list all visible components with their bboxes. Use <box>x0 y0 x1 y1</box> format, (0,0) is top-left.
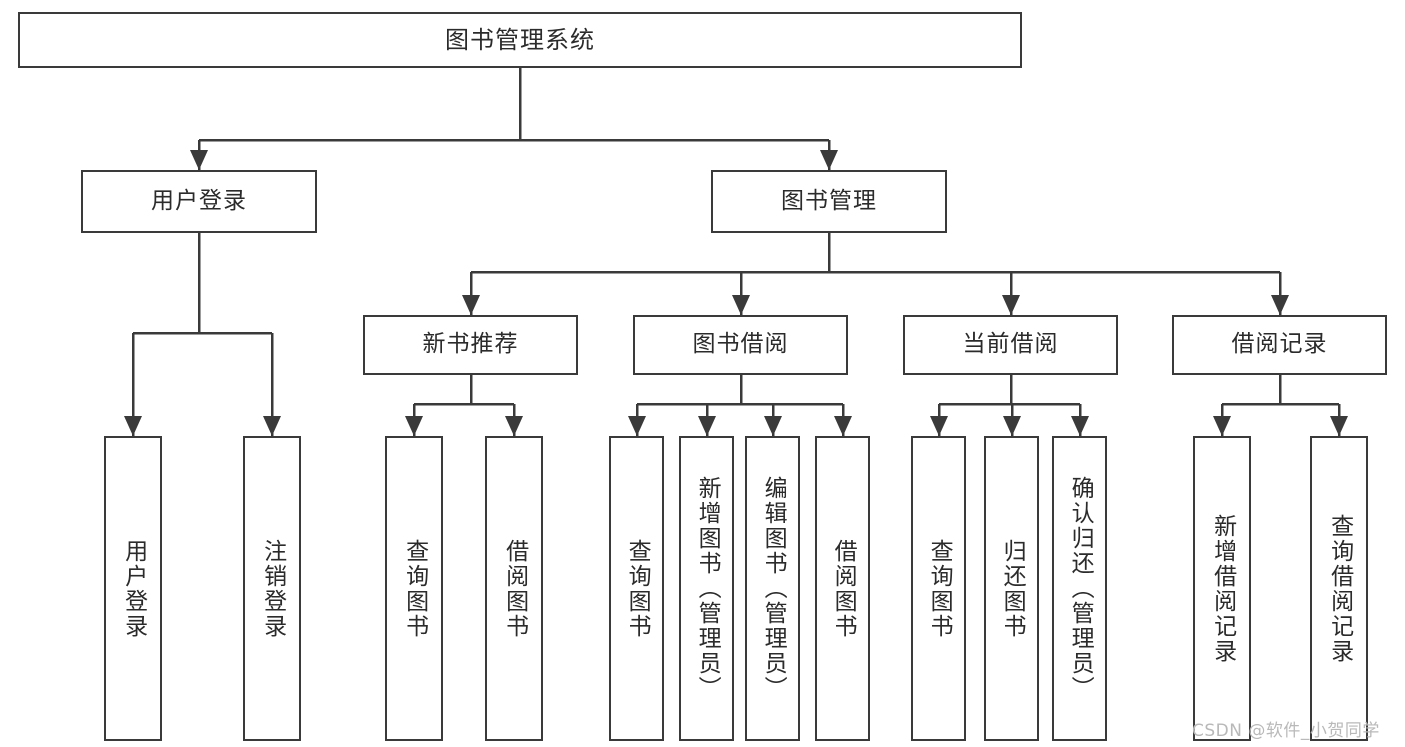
arrow-head <box>628 416 646 436</box>
node-leaf-rec-query[interactable]: 查询图书 <box>385 436 443 741</box>
node-leaf-borrow-lend[interactable]: 借阅图书 <box>815 436 870 741</box>
arrow-head <box>505 416 523 436</box>
node-borrow-record[interactable]: 借阅记录 <box>1172 315 1387 375</box>
arrow-head <box>124 416 142 436</box>
node-label: 新书推荐 <box>422 331 519 358</box>
arrow-head <box>405 416 423 436</box>
node-label: 新增借阅记录 <box>1209 513 1236 664</box>
node-label: 新增图书（管理员） <box>694 476 721 701</box>
node-leaf-cur-return[interactable]: 归还图书 <box>984 436 1039 741</box>
node-leaf-rec-add[interactable]: 新增借阅记录 <box>1193 436 1251 741</box>
node-leaf-cur-query[interactable]: 查询图书 <box>911 436 966 741</box>
node-book-manage[interactable]: 图书管理 <box>711 170 947 233</box>
node-leaf-borrow-add[interactable]: 新增图书（管理员） <box>679 436 734 741</box>
arrow-head <box>1330 416 1348 436</box>
node-user-login[interactable]: 用户登录 <box>81 170 317 233</box>
arrow-head <box>1071 416 1089 436</box>
node-label: 查询图书 <box>401 538 428 639</box>
arrow-head <box>834 416 852 436</box>
arrow-head <box>190 150 208 170</box>
node-leaf-borrow-edit[interactable]: 编辑图书（管理员） <box>745 436 800 741</box>
node-leaf-borrow-query[interactable]: 查询图书 <box>609 436 664 741</box>
node-current-borrow[interactable]: 当前借阅 <box>903 315 1118 375</box>
node-label: 图书管理 <box>781 187 877 214</box>
arrow-head <box>764 416 782 436</box>
node-label: 借阅图书 <box>830 538 857 639</box>
arrow-head <box>930 416 948 436</box>
node-label: 归还图书 <box>999 538 1026 639</box>
node-leaf-rec-search[interactable]: 查询借阅记录 <box>1310 436 1368 741</box>
node-label: 编辑图书（管理员） <box>760 476 787 701</box>
node-label: 查询图书 <box>624 538 651 639</box>
arrow-head <box>1003 416 1021 436</box>
node-label: 查询借阅记录 <box>1326 513 1353 664</box>
watermark: CSDN @软件_小贺同学 <box>1192 721 1380 741</box>
node-new-book-rec[interactable]: 新书推荐 <box>363 315 578 375</box>
node-label: 用户登录 <box>120 538 147 639</box>
node-label: 借阅记录 <box>1231 331 1328 358</box>
node-root[interactable]: 图书管理系统 <box>18 12 1022 68</box>
arrow-head <box>732 295 750 315</box>
node-label: 借阅图书 <box>501 538 528 639</box>
node-label: 注销登录 <box>259 538 286 639</box>
arrow-head <box>263 416 281 436</box>
node-label: 当前借阅 <box>962 331 1059 358</box>
node-label: 查询图书 <box>926 538 953 639</box>
arrow-head <box>820 150 838 170</box>
node-book-borrow[interactable]: 图书借阅 <box>633 315 848 375</box>
arrow-head <box>1002 295 1020 315</box>
node-label: 用户登录 <box>151 187 247 214</box>
arrow-head <box>698 416 716 436</box>
node-label: 确认归还（管理员） <box>1067 476 1094 701</box>
arrow-head <box>1213 416 1231 436</box>
node-label: 图书借阅 <box>692 331 789 358</box>
node-leaf-user-login[interactable]: 用户登录 <box>104 436 162 741</box>
node-leaf-cur-confirm[interactable]: 确认归还（管理员） <box>1052 436 1107 741</box>
node-leaf-user-logout[interactable]: 注销登录 <box>243 436 301 741</box>
arrow-head <box>1271 295 1289 315</box>
node-leaf-rec-borrow[interactable]: 借阅图书 <box>485 436 543 741</box>
arrow-head <box>462 295 480 315</box>
node-label: 图书管理系统 <box>445 25 595 54</box>
